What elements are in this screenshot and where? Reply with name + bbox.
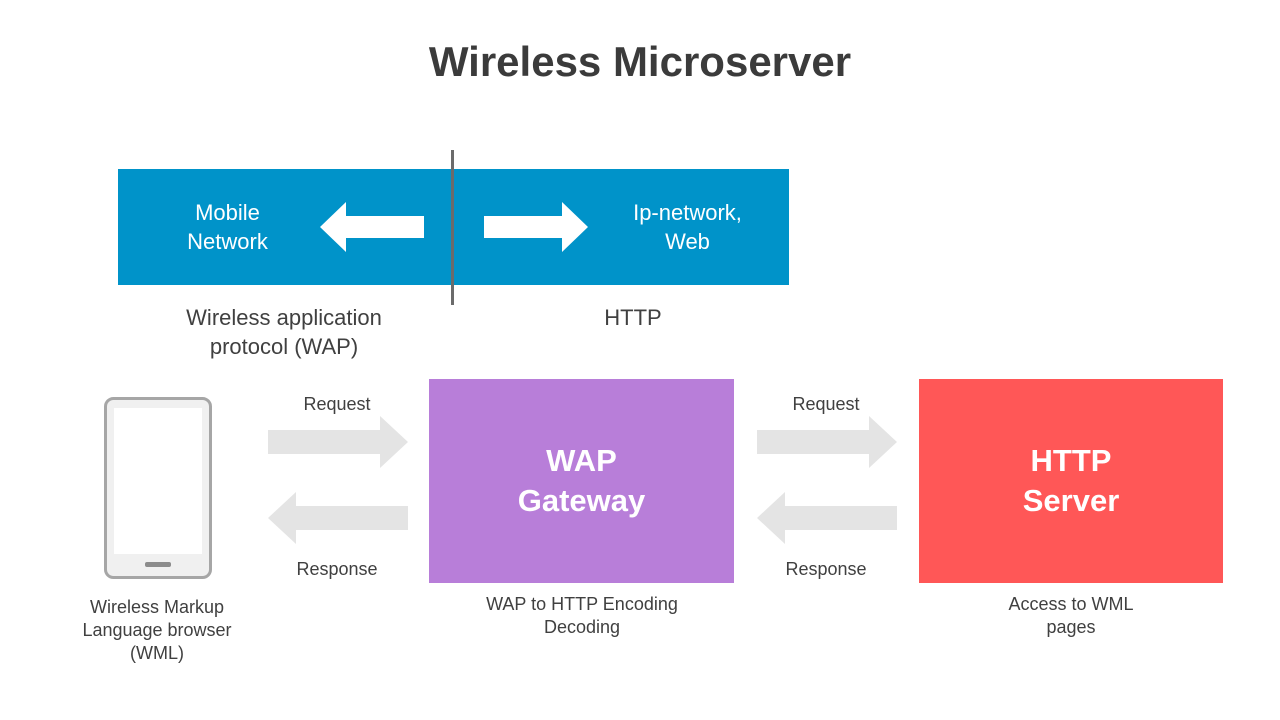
request-label-2: Request — [792, 394, 860, 414]
arrow-right-icon — [484, 202, 588, 252]
http-protocol-label: HTTP — [604, 305, 662, 330]
phone-caption: Wireless Markup Language browser (WML) — [82, 597, 232, 663]
network-divider — [451, 150, 454, 305]
mobile-phone-icon — [104, 397, 212, 579]
http-server-box: HTTP Server — [919, 379, 1223, 583]
gateway-caption: WAP to HTTP Encoding Decoding — [486, 594, 678, 637]
server-caption: Access to WML pages — [1008, 594, 1134, 637]
response-arrow-icon — [268, 492, 408, 544]
ip-network-label: Ip-network, Web — [633, 200, 742, 254]
request-label-1: Request — [303, 394, 371, 414]
request-arrow-icon — [757, 416, 897, 468]
arrow-left-icon — [320, 202, 424, 252]
response-arrow-icon — [757, 492, 897, 544]
response-label-1: Response — [296, 559, 378, 579]
mobile-network-label: Mobile Network — [187, 200, 268, 254]
wap-protocol-label: Wireless application protocol (WAP) — [186, 305, 382, 359]
response-label-2: Response — [785, 559, 867, 579]
page-title: Wireless Microserver — [428, 38, 852, 85]
wap-gateway-box: WAP Gateway — [429, 379, 734, 583]
request-arrow-icon — [268, 416, 408, 468]
